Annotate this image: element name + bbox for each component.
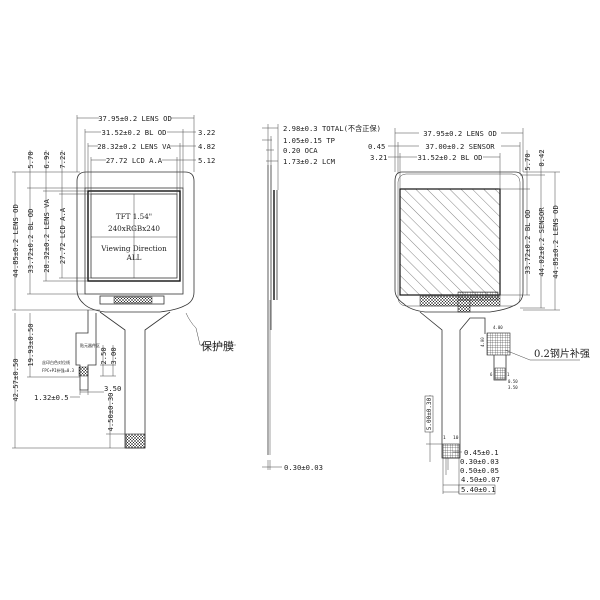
lcd-outline bbox=[87, 190, 181, 282]
dim-va-offset-x: 4.82 bbox=[198, 142, 215, 151]
stiffener-label: 0.2钢片补强 bbox=[534, 347, 590, 360]
back-dim-bl-offset-y: 5.70 bbox=[523, 153, 532, 170]
stiffener-width: 4.00 bbox=[493, 325, 503, 330]
viewing-direction: Viewing Direction bbox=[100, 244, 167, 253]
dim-lens-od-width: 37.95±0.2 LENS OD bbox=[98, 114, 172, 123]
dim-aa-offset-y: 7.22 bbox=[58, 151, 67, 168]
connector-pin-6: 6 bbox=[490, 372, 493, 377]
back-fpc-tail bbox=[419, 311, 486, 459]
pitch-dim-5: 5.40±0.1 bbox=[461, 485, 496, 494]
connector-pin-1: 1 bbox=[507, 372, 510, 377]
tail-length: 5.00±0.30 bbox=[426, 397, 433, 430]
protect-film-label: 保护膜 bbox=[201, 339, 234, 353]
dim-3-00: 3.00 bbox=[109, 347, 118, 364]
side-view: 2.98±0.3 TOTAL(不含正保) 1.05±0.15 TP 0.20 O… bbox=[262, 124, 381, 472]
tail-pin-first: 1 bbox=[443, 435, 446, 441]
dim-aa-offset-x: 5.12 bbox=[198, 156, 215, 165]
dim-bl-od-width: 31.52±0.2 BL OD bbox=[102, 128, 167, 137]
dim-tp-thickness: 1.05±0.15 TP bbox=[283, 136, 335, 145]
note-component-area: 贴元器件区 bbox=[80, 342, 100, 348]
dim-3-50: 3.50 bbox=[104, 384, 121, 393]
connector-dim-a: 0.50 bbox=[508, 379, 518, 384]
back-dim-bl-od-height: 33.72±0.2 BL OD bbox=[523, 210, 532, 275]
gold-finger bbox=[125, 433, 146, 449]
dim-1-32: 1.32±0.5 bbox=[34, 393, 69, 402]
panel-resolution: 240xRGBx240 bbox=[108, 224, 160, 233]
back-dim-lens-od-width: 37.95±0.2 LENS OD bbox=[423, 129, 497, 138]
fpc-branch bbox=[75, 310, 97, 391]
dim-lens-od-height: 44.85±0.2 LENS OD bbox=[11, 204, 20, 278]
dim-lcd-aa-height: 27.72 LCD A.A bbox=[58, 207, 67, 264]
back-dim-lens-od-height: 44.85±0.2 LENS OD bbox=[551, 205, 560, 279]
note-align-line: 丝印白色对位线 bbox=[42, 359, 70, 365]
dim-va-offset-y: 6.92 bbox=[42, 151, 51, 168]
dim-bl-offset-y: 5.70 bbox=[26, 151, 35, 168]
pitch-dim-3: 0.50±0.05 bbox=[460, 466, 499, 475]
bl-outline bbox=[84, 187, 184, 295]
stiffener-height: 4.00 bbox=[480, 337, 485, 347]
dim-lcd-aa-width: 27.72 LCD A.A bbox=[106, 156, 163, 165]
dim-lcm-thickness: 1.73±0.2 LCM bbox=[283, 157, 336, 166]
viewing-direction-value: ALL bbox=[126, 253, 142, 262]
pitch-dim-2: 0.30±0.03 bbox=[460, 457, 499, 466]
back-dim-sensor-width: 37.00±0.2 SENSOR bbox=[425, 142, 495, 151]
dim-lens-va-height: 28.32±0.2 LENS VA bbox=[42, 199, 51, 273]
back-dim-sensor-offset-y: 0.42 bbox=[537, 149, 546, 166]
back-dim-bl-offset: 3.21 bbox=[370, 153, 387, 162]
note-stiffener: FPC+PI补强=0.3 bbox=[42, 367, 75, 373]
back-view: 0.2钢片补强 4.00 4.00 6 1 0.50 3.50 37.95±0.… bbox=[368, 128, 590, 495]
dim-total-thickness: 2.98±0.3 TOTAL(不含正保) bbox=[283, 124, 381, 133]
backlight-hatched bbox=[399, 188, 501, 296]
pitch-dim-1: 0.45±0.1 bbox=[464, 448, 499, 457]
tail-pin-last: 10 bbox=[453, 435, 459, 441]
dim-fpc-thickness: 0.30±0.03 bbox=[284, 463, 323, 472]
dim-bl-od-height: 33.72±0.2 BL OD bbox=[26, 209, 35, 274]
pitch-dim-4: 4.50±0.07 bbox=[461, 475, 500, 484]
dim-oca-thickness: 0.20 OCA bbox=[283, 146, 318, 155]
front-view: TFT 1.54" 240xRGBx240 Viewing Direction … bbox=[11, 113, 236, 449]
back-dim-sensor-offset: 0.45 bbox=[368, 142, 385, 151]
dim-fpc-total-length: 42.57±0.50 bbox=[11, 358, 20, 401]
back-gold-finger bbox=[442, 443, 460, 459]
back-dim-bl-od-width: 31.52±0.2 BL OD bbox=[418, 153, 483, 162]
back-lens-outline bbox=[394, 171, 524, 313]
panel-model: TFT 1.54" bbox=[116, 212, 152, 221]
connector-dim-b: 3.50 bbox=[508, 385, 518, 390]
dim-4-50-tail: 4.50±0.30 bbox=[106, 393, 115, 432]
ic-area bbox=[113, 296, 153, 304]
dim-lens-va-width: 28.32±0.2 LENS VA bbox=[97, 142, 171, 151]
dim-fpc-branch-length: 19.93±0.50 bbox=[26, 323, 35, 366]
dim-2-50: 2.50 bbox=[99, 347, 108, 364]
lens-outline bbox=[76, 171, 195, 313]
dim-bl-offset-x: 3.22 bbox=[198, 128, 215, 137]
steel-stiffener bbox=[486, 332, 511, 356]
back-dim-sensor-height: 44.02±0.2 SENSOR bbox=[537, 207, 546, 277]
